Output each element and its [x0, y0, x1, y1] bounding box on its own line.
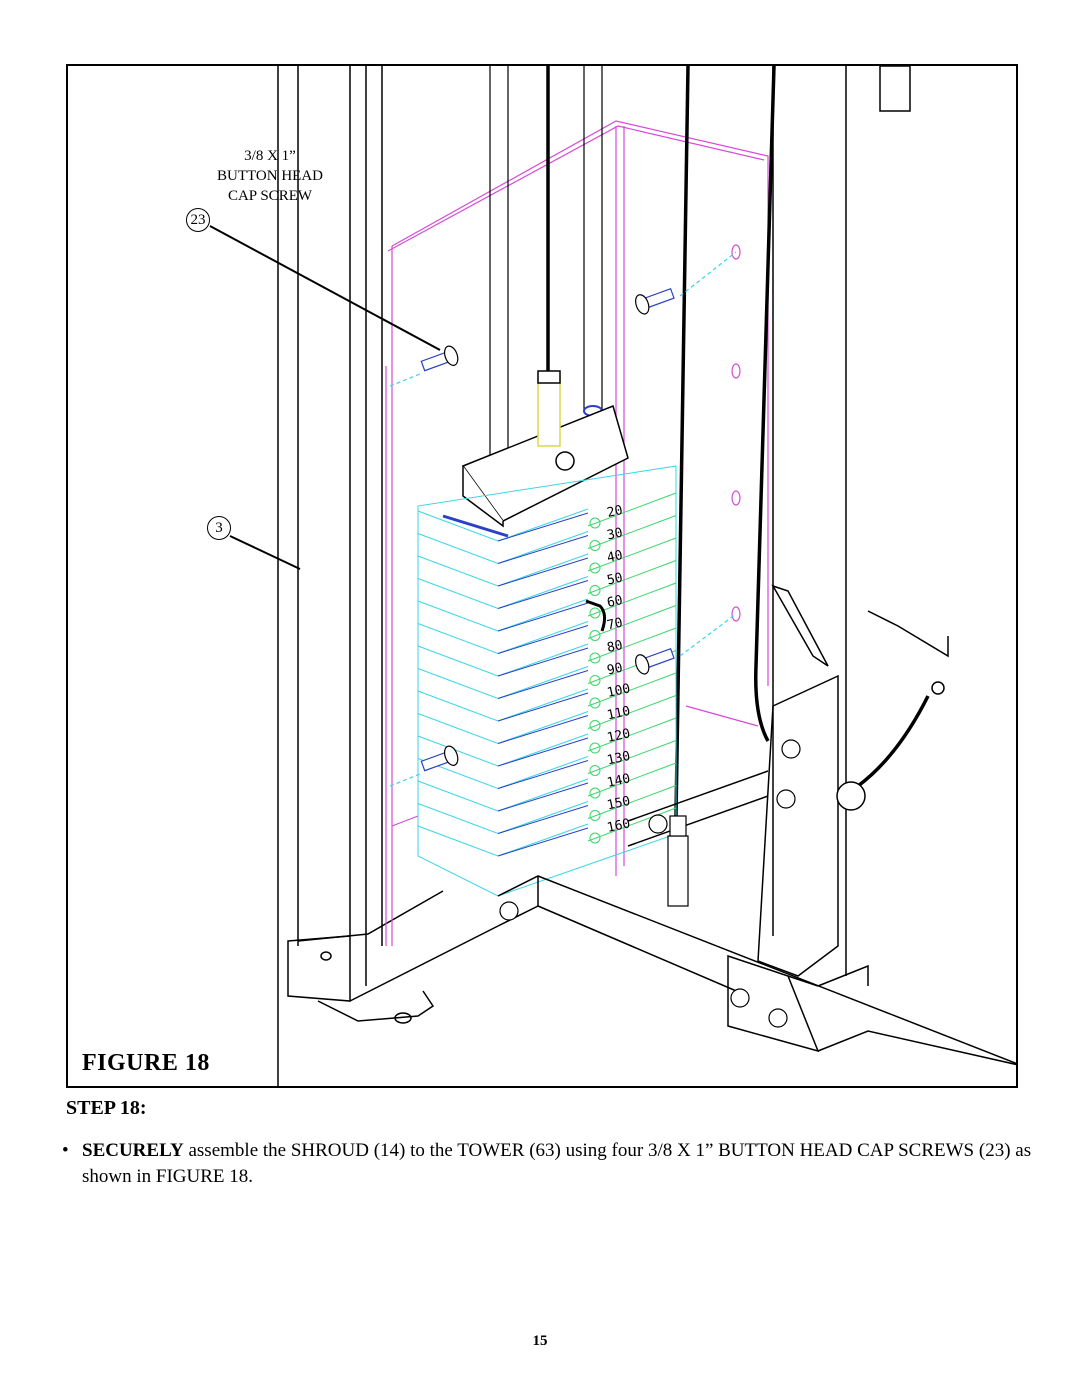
selector-hole [589, 720, 601, 731]
weight-plate-slot [497, 625, 589, 654]
top-plate [461, 370, 629, 528]
weight-plate-side [587, 627, 677, 662]
weight-label: 60 [606, 593, 624, 611]
screw-callout-text-content: 3/8 X 1” BUTTON HEAD CAP SCREW [217, 148, 323, 204]
weight-label: 90 [606, 660, 624, 678]
weight-plate-edge [417, 711, 589, 745]
shroud [385, 120, 769, 946]
selector-hole [589, 607, 601, 619]
step-heading: STEP 18: [66, 1097, 147, 1119]
weight-label: 120 [606, 726, 632, 746]
weight-plate-side [587, 785, 677, 819]
weight-plate-side [587, 762, 677, 797]
weight-plate-slot [497, 805, 589, 834]
weight-plate-edge [417, 778, 589, 812]
figure-caption: FIGURE 18 [82, 1050, 210, 1076]
weight-plate-side [587, 807, 677, 842]
weight-plate-side [587, 605, 677, 639]
weight-plate-side [587, 695, 677, 729]
weight-plate-slot [497, 512, 589, 542]
selector-hole [589, 742, 601, 754]
selector-hole [589, 787, 601, 799]
weight-plate-edge [417, 621, 589, 655]
weight-plate-edge [417, 553, 589, 587]
weight-label: 40 [606, 548, 624, 566]
weight-plate-edge [417, 688, 589, 722]
bullet-glyph: • [62, 1140, 69, 1161]
weight-label: 140 [606, 771, 632, 791]
right-tower [757, 66, 949, 977]
weight-plate-slot [497, 692, 589, 722]
weight-stack [417, 465, 677, 897]
selector-hole [589, 832, 601, 844]
weight-plate-edge [417, 643, 589, 677]
weight-label: 30 [606, 525, 624, 543]
selector-hole [589, 810, 601, 821]
selector-hole [589, 540, 601, 551]
cap-screws [389, 251, 737, 787]
screw-callout-text: 3/8 X 1” BUTTON HEAD CAP SCREW [196, 146, 344, 206]
selector-hole [589, 675, 601, 686]
weight-plate-edge [417, 598, 589, 632]
instruction-emphasis: SECURELY [82, 1140, 184, 1161]
weight-plate-slot [497, 580, 589, 609]
weight-label: 100 [606, 681, 632, 701]
weight-plate-slot [497, 647, 589, 677]
cables [546, 66, 930, 817]
step-instruction: • SECURELY assemble the SHROUD (14) to t… [62, 1138, 1032, 1190]
weight-plate-side [587, 560, 677, 594]
selector-hole [589, 630, 601, 641]
weight-plate-side [587, 582, 677, 617]
callout-bubble-23: 23 [186, 208, 210, 232]
selector-hole [589, 697, 601, 709]
weight-plate-slot [497, 670, 589, 699]
selector-pin [585, 599, 607, 632]
leader-lines [209, 225, 441, 570]
weight-plate-side [587, 740, 677, 774]
weight-plate-side [587, 717, 677, 752]
callout-bubble-3: 3 [207, 516, 231, 540]
weight-label: 50 [606, 570, 624, 588]
weight-label: 70 [606, 615, 624, 633]
page-number: 15 [532, 1333, 548, 1349]
weight-plate-slot [497, 782, 589, 812]
weight-plate-edge [417, 531, 589, 565]
weight-plate-slot [497, 715, 589, 744]
weight-label: 150 [606, 794, 632, 814]
weight-plate-slot [497, 827, 589, 857]
instruction-text: assemble the SHROUD (14) to the TOWER (6… [82, 1140, 1032, 1187]
hex-nuts [499, 739, 801, 1028]
weight-plate-slot [497, 602, 589, 632]
weight-plate-edge [417, 823, 589, 857]
weight-plate-edge [417, 801, 589, 835]
shroud-holes [731, 244, 741, 622]
selector-hole [589, 585, 601, 596]
weight-plate-side [587, 537, 677, 572]
weight-plate-side [587, 492, 677, 527]
weight-plate-side [587, 672, 677, 707]
weight-plate-side [587, 515, 677, 549]
weight-plate-edge [417, 576, 589, 610]
weight-label: 160 [606, 816, 632, 836]
bottom-sleeve [667, 815, 689, 907]
base-frame [497, 770, 1016, 1066]
selector-hole [589, 517, 601, 529]
left-tower [277, 66, 499, 1086]
selector-hole [589, 765, 601, 776]
selector-hole [589, 652, 601, 664]
weight-plate-slot [497, 535, 589, 564]
weight-label: 80 [606, 638, 624, 656]
weight-plate-slot [497, 760, 589, 789]
selector-hole [589, 562, 601, 574]
weight-label: 130 [606, 749, 632, 769]
weight-label: 20 [606, 503, 624, 521]
weight-plate-slot [497, 737, 589, 767]
weight-plate-slot [497, 557, 589, 587]
weight-label: 110 [606, 704, 632, 724]
weight-plate-edge [417, 666, 589, 700]
